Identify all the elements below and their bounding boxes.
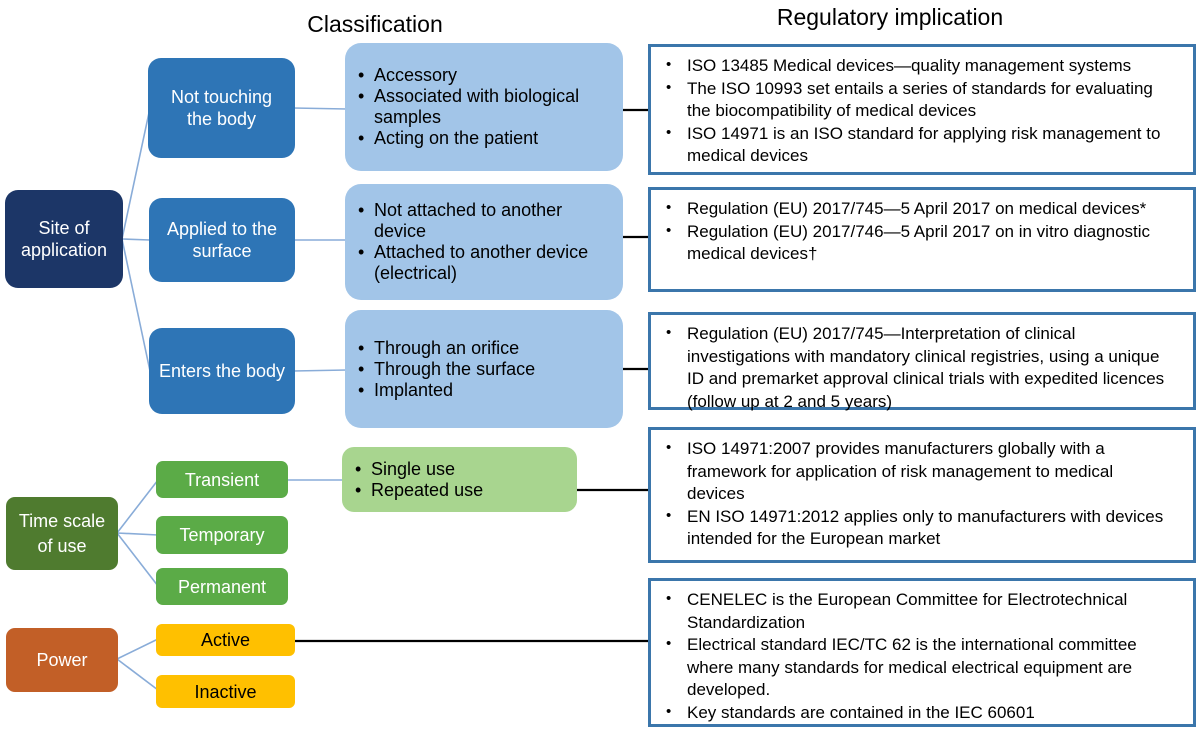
bullet-item: Accessory bbox=[357, 65, 613, 86]
bullet-list: Single useRepeated use bbox=[354, 459, 569, 501]
black-connectors bbox=[293, 108, 650, 643]
bullet-list: ISO 14971:2007 provides manufacturers gl… bbox=[659, 437, 1171, 551]
bullet-item: Regulation (EU) 2017/745—Interpretation … bbox=[659, 322, 1171, 413]
bullet-item: Associated with biological samples bbox=[357, 86, 613, 128]
detail-box-enters-body: Through an orificeThrough the surfaceImp… bbox=[345, 310, 623, 428]
bullet-item: Regulation (EU) 2017/746—5 April 2017 on… bbox=[659, 220, 1171, 266]
regulatory-box-clinical-investigations: Regulation (EU) 2017/745—Interpretation … bbox=[648, 312, 1196, 413]
node-not-touching-the-body: Not touching the body bbox=[148, 58, 295, 158]
bullet-item: Repeated use bbox=[354, 480, 569, 501]
bullet-list: CENELEC is the European Committee for El… bbox=[659, 588, 1171, 725]
bullet-item: Electrical standard IEC/TC 62 is the int… bbox=[659, 633, 1171, 702]
node-inactive: Inactive bbox=[156, 675, 295, 708]
bullet-list: Not attached to another deviceAttached t… bbox=[357, 200, 613, 284]
bullet-item: The ISO 10993 set entails a series of st… bbox=[659, 77, 1171, 123]
bullet-item: Key standards are contained in the IEC 6… bbox=[659, 701, 1171, 725]
detail-box-applied-surface: Not attached to another deviceAttached t… bbox=[345, 184, 623, 300]
detail-box-not-touching: AccessoryAssociated with biological samp… bbox=[345, 43, 623, 171]
regulatory-box-eu-regulations: Regulation (EU) 2017/745—5 April 2017 on… bbox=[648, 187, 1196, 292]
bullet-item: ISO 14971 is an ISO standard for applyin… bbox=[659, 122, 1171, 168]
node-power: Power bbox=[6, 628, 118, 692]
regulatory-box-risk-management: ISO 14971:2007 provides manufacturers gl… bbox=[648, 427, 1196, 563]
bullet-list: Regulation (EU) 2017/745—5 April 2017 on… bbox=[659, 197, 1171, 266]
bullet-item: ISO 14971:2007 provides manufacturers gl… bbox=[659, 437, 1171, 506]
bullet-item: Single use bbox=[354, 459, 569, 480]
bullet-list: AccessoryAssociated with biological samp… bbox=[357, 65, 613, 149]
regulatory-box-cenelec-iec: CENELEC is the European Committee for El… bbox=[648, 578, 1196, 727]
bullet-item: Regulation (EU) 2017/745—5 April 2017 on… bbox=[659, 197, 1171, 221]
node-time-scale-of-use: Time scale of use bbox=[6, 497, 118, 570]
bullet-item: Through the surface bbox=[357, 359, 613, 380]
node-site-of-application: Site of application bbox=[5, 190, 123, 288]
bullet-item: Through an orifice bbox=[357, 338, 613, 359]
bullet-item: ISO 13485 Medical devices—quality manage… bbox=[659, 54, 1171, 78]
bullet-list: Through an orificeThrough the surfaceImp… bbox=[357, 338, 613, 401]
bullet-item: Implanted bbox=[357, 380, 613, 401]
bullet-item: Acting on the patient bbox=[357, 128, 613, 149]
bullet-item: Attached to another device (electrical) bbox=[357, 242, 613, 284]
node-applied-to-the-surface: Applied to the surface bbox=[149, 198, 295, 282]
node-active: Active bbox=[156, 624, 295, 656]
node-transient: Transient bbox=[156, 461, 288, 498]
bullet-item: Not attached to another device bbox=[357, 200, 613, 242]
regulatory-box-iso-standards: ISO 13485 Medical devices—quality manage… bbox=[648, 44, 1196, 175]
column-header-regulatory-implication: Regulatory implication bbox=[776, 4, 1004, 30]
column-header-classification: Classification bbox=[307, 11, 443, 37]
node-temporary: Temporary bbox=[156, 516, 288, 554]
bullet-list: Regulation (EU) 2017/745—Interpretation … bbox=[659, 322, 1171, 413]
node-permanent: Permanent bbox=[156, 568, 288, 605]
detail-box-time-scale-use: Single useRepeated use bbox=[342, 447, 577, 512]
node-enters-the-body: Enters the body bbox=[149, 328, 295, 414]
light-blue-connectors bbox=[116, 107, 348, 691]
bullet-list: ISO 13485 Medical devices—quality manage… bbox=[659, 54, 1171, 168]
bullet-item: EN ISO 14971:2012 applies only to manufa… bbox=[659, 505, 1171, 551]
bullet-item: CENELEC is the European Committee for El… bbox=[659, 588, 1171, 634]
